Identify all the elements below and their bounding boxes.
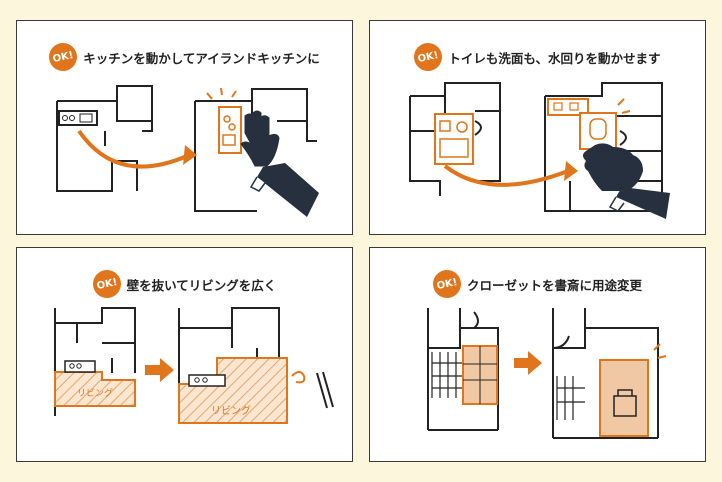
kitchen-illustration xyxy=(56,85,319,217)
panel-header: OK! キッチンを動かしてアイランドキッチンに xyxy=(17,40,352,74)
panel-title: トイレも洗面も、水回りを動かせます xyxy=(448,50,661,66)
living-illustration: リビング リビング xyxy=(54,307,334,424)
panel-header: OK! 壁を抜いてリビングを広く xyxy=(17,267,352,301)
panel-header: OK! トイレも洗面も、水回りを動かせます xyxy=(370,40,705,74)
panel-living-expand: OK! 壁を抜いてリビングを広く リビング リビング xyxy=(16,247,353,462)
panel-title: キッチンを動かしてアイランドキッチンに xyxy=(83,50,320,66)
panel-title: クローゼットを書斎に用途変更 xyxy=(466,277,642,293)
toilet-illustration xyxy=(409,82,670,219)
panel-title: 壁を抜いてリビングを広く xyxy=(126,277,277,293)
panel-header: OK! クローゼットを書斎に用途変更 xyxy=(370,267,705,301)
closet-illustration xyxy=(427,308,667,439)
panel-kitchen-island: OK! キッチンを動かしてアイランドキッチンに xyxy=(16,20,353,235)
living-label-after: リビング xyxy=(211,404,251,417)
living-label-before: リビング xyxy=(77,387,113,399)
panel-water-area: OK! トイレも洗面も、水回りを動かせます xyxy=(369,20,706,235)
panel-closet-to-study: OK! クローゼットを書斎に用途変更 xyxy=(369,247,706,462)
